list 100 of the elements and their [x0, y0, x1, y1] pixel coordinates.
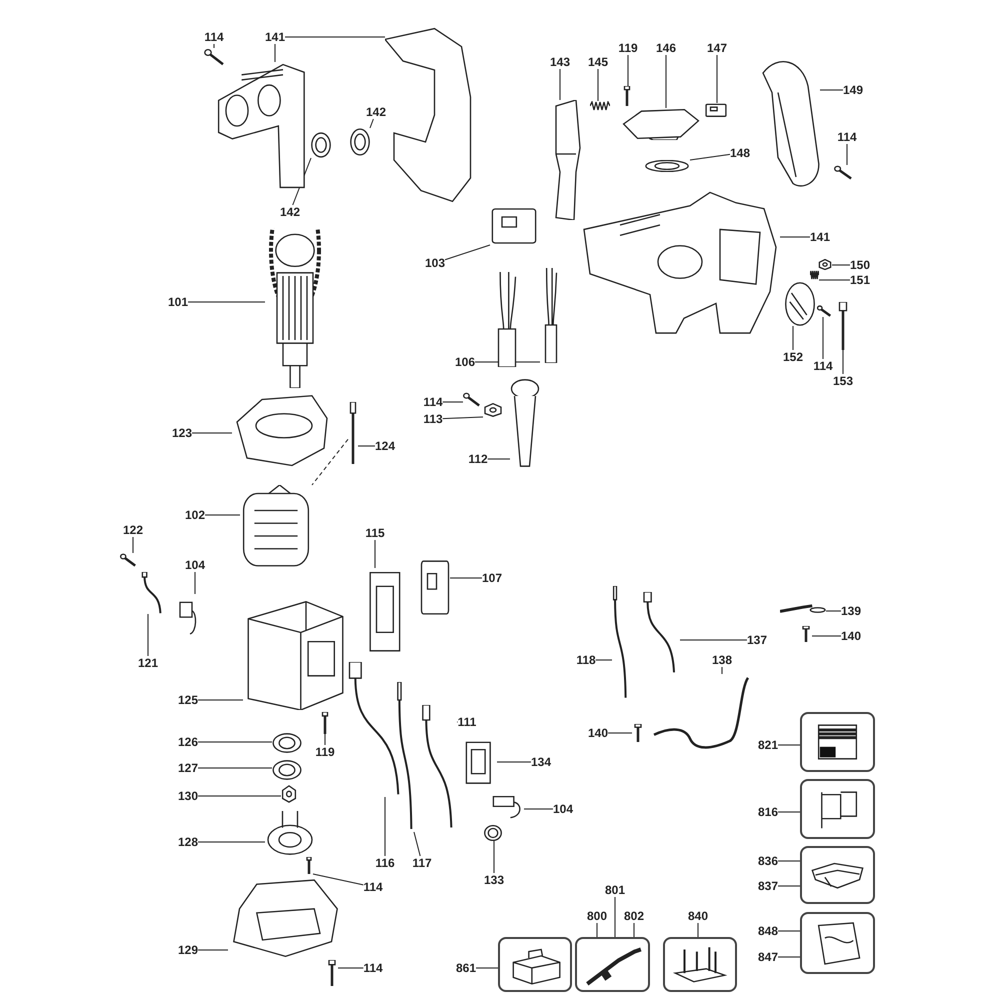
screw-drawing: [800, 626, 812, 642]
leader-line: [608, 732, 632, 734]
callout-number: 117: [412, 856, 432, 870]
kit-box: [800, 712, 875, 772]
callout-number: 130: [178, 789, 198, 803]
seal-ring-drawing: [311, 132, 331, 158]
leader-line: [524, 808, 554, 810]
leader-line: [596, 922, 598, 938]
alignment-line: [312, 438, 348, 486]
callout-number: 801: [604, 883, 626, 897]
leader-line: [444, 244, 490, 260]
callout-number: 101: [168, 295, 188, 309]
leader-line: [274, 44, 276, 62]
leader-line: [778, 930, 800, 932]
callout-number: 800: [586, 909, 608, 923]
screw-drawing: [305, 857, 313, 874]
screw-drawing: [817, 305, 831, 317]
callout-number: 134: [530, 755, 552, 769]
leader-line: [132, 536, 134, 554]
callout-number: 816: [758, 805, 778, 819]
callout-number: 146: [656, 41, 676, 55]
clamp-drawing: [483, 403, 503, 417]
bearing-drawing: [272, 760, 302, 780]
callout-number: 114: [813, 359, 833, 373]
kit-box: [800, 846, 875, 904]
wire-drawing: [612, 586, 628, 700]
callout-number: 124: [374, 439, 396, 453]
screw-drawing: [348, 402, 358, 464]
kit-box: [800, 779, 875, 839]
callout-number: 112: [468, 452, 488, 466]
callout-number: 148: [730, 146, 750, 160]
screw-drawing: [326, 960, 338, 986]
screw-drawing: [120, 553, 136, 567]
leader-line: [324, 734, 326, 746]
callout-number: 103: [424, 256, 446, 270]
leader-line: [778, 860, 800, 862]
callout-number: 150: [850, 258, 870, 272]
callout-number: 104: [552, 802, 574, 816]
callout-number: 114: [363, 880, 383, 894]
callout-number: 152: [782, 350, 804, 364]
callout-number: 119: [618, 41, 638, 55]
callout-number: 111: [458, 715, 476, 729]
leader-line: [192, 432, 232, 434]
leader-line: [614, 896, 616, 938]
callout-number: 119: [315, 745, 335, 759]
callout-number: 140: [588, 726, 608, 740]
callout-number: 141: [810, 230, 830, 244]
kit-box: [575, 937, 650, 992]
kit-box: [663, 937, 737, 992]
callout-number: 129: [178, 943, 198, 957]
kit-box: [800, 912, 875, 974]
leader-line: [716, 54, 718, 104]
callout-number: 847: [758, 950, 778, 964]
callout-number: 153: [832, 374, 854, 388]
callout-number: 151: [850, 273, 870, 287]
leader-line: [778, 956, 800, 958]
selector-knob-drawing: [783, 282, 817, 326]
callout-number: 126: [178, 735, 198, 749]
callout-number: 128: [178, 835, 198, 849]
callout-number: 145: [588, 55, 608, 69]
leader-line: [284, 36, 386, 38]
callout-number: 861: [456, 961, 476, 975]
spring-drawing: [484, 825, 502, 841]
callout-number: 115: [365, 526, 385, 540]
callout-number: 106: [454, 355, 476, 369]
callout-number: 137: [746, 633, 768, 647]
callout-number: 143: [550, 55, 570, 69]
callout-number: 836: [758, 854, 778, 868]
screw-drawing: [622, 86, 632, 106]
callout-number: 142: [280, 205, 300, 219]
ground-wire-drawing: [140, 572, 164, 614]
spring-drawing: [810, 270, 819, 280]
callout-number: 141: [264, 30, 286, 44]
leader-line: [194, 572, 196, 594]
callout-number: 118: [576, 653, 596, 667]
screw-drawing: [320, 712, 330, 734]
leader-line: [832, 264, 850, 266]
callout-number: 123: [172, 426, 192, 440]
callout-number: 122: [122, 523, 144, 537]
callout-number: 114: [423, 395, 443, 409]
cap-drawing: [818, 259, 832, 270]
leader-line: [442, 416, 484, 420]
callout-number: 142: [366, 105, 386, 119]
callout-number: 133: [484, 873, 504, 887]
callout-number: 125: [178, 693, 198, 707]
bearing-drawing: [272, 733, 302, 753]
screw-drawing: [463, 392, 480, 407]
callout-number: 149: [842, 83, 864, 97]
leader-line: [792, 326, 794, 350]
callout-number: 802: [624, 909, 644, 923]
callout-number: 114: [204, 30, 224, 44]
pin-drawing: [836, 302, 850, 350]
cable-sleeve-drawing: [510, 378, 540, 468]
spring-drawing: [590, 101, 610, 111]
leader-line: [312, 874, 364, 886]
callout-number: 848: [758, 924, 778, 938]
callout-number: 138: [712, 653, 732, 667]
screw-drawing: [204, 48, 224, 66]
callout-number: 102: [184, 508, 206, 522]
callout-number: 104: [184, 558, 206, 572]
